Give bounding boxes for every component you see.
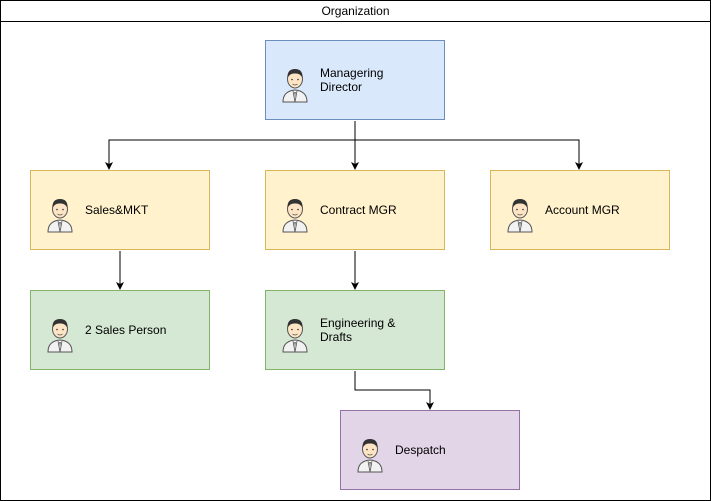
node-label: Contract MGR bbox=[320, 203, 397, 217]
person-avatar-icon bbox=[282, 199, 308, 233]
node-engineering[interactable]: Engineering & Drafts bbox=[265, 290, 445, 370]
node-label: 2 Sales Person bbox=[85, 323, 167, 337]
edge-director-to-sales bbox=[105, 121, 356, 170]
node-label: Sales&MKT bbox=[85, 203, 149, 217]
node-label: Engineering & Drafts bbox=[320, 316, 396, 344]
node-contract-mgr[interactable]: Contract MGR bbox=[265, 170, 445, 250]
node-sales-person[interactable]: 2 Sales Person bbox=[30, 290, 210, 370]
person-avatar-icon bbox=[47, 319, 73, 353]
node-sales-mkt[interactable]: Sales&MKT bbox=[30, 170, 210, 250]
person-avatar-icon bbox=[507, 199, 533, 233]
node-account-mgr[interactable]: Account MGR bbox=[490, 170, 670, 250]
person-avatar-icon bbox=[357, 439, 383, 473]
edge-engineering-to-despatch bbox=[354, 371, 434, 410]
node-label: Account MGR bbox=[545, 203, 620, 217]
node-managing-director[interactable]: Managering Director bbox=[265, 40, 445, 120]
node-label: Despatch bbox=[395, 443, 446, 457]
node-label: Managering Director bbox=[320, 66, 384, 94]
container-title: Organization bbox=[1, 1, 710, 22]
edge-director-to-account bbox=[355, 139, 583, 170]
person-avatar-icon bbox=[282, 319, 308, 353]
person-avatar-icon bbox=[282, 69, 308, 103]
node-despatch[interactable]: Despatch bbox=[340, 410, 520, 490]
person-avatar-icon bbox=[47, 199, 73, 233]
